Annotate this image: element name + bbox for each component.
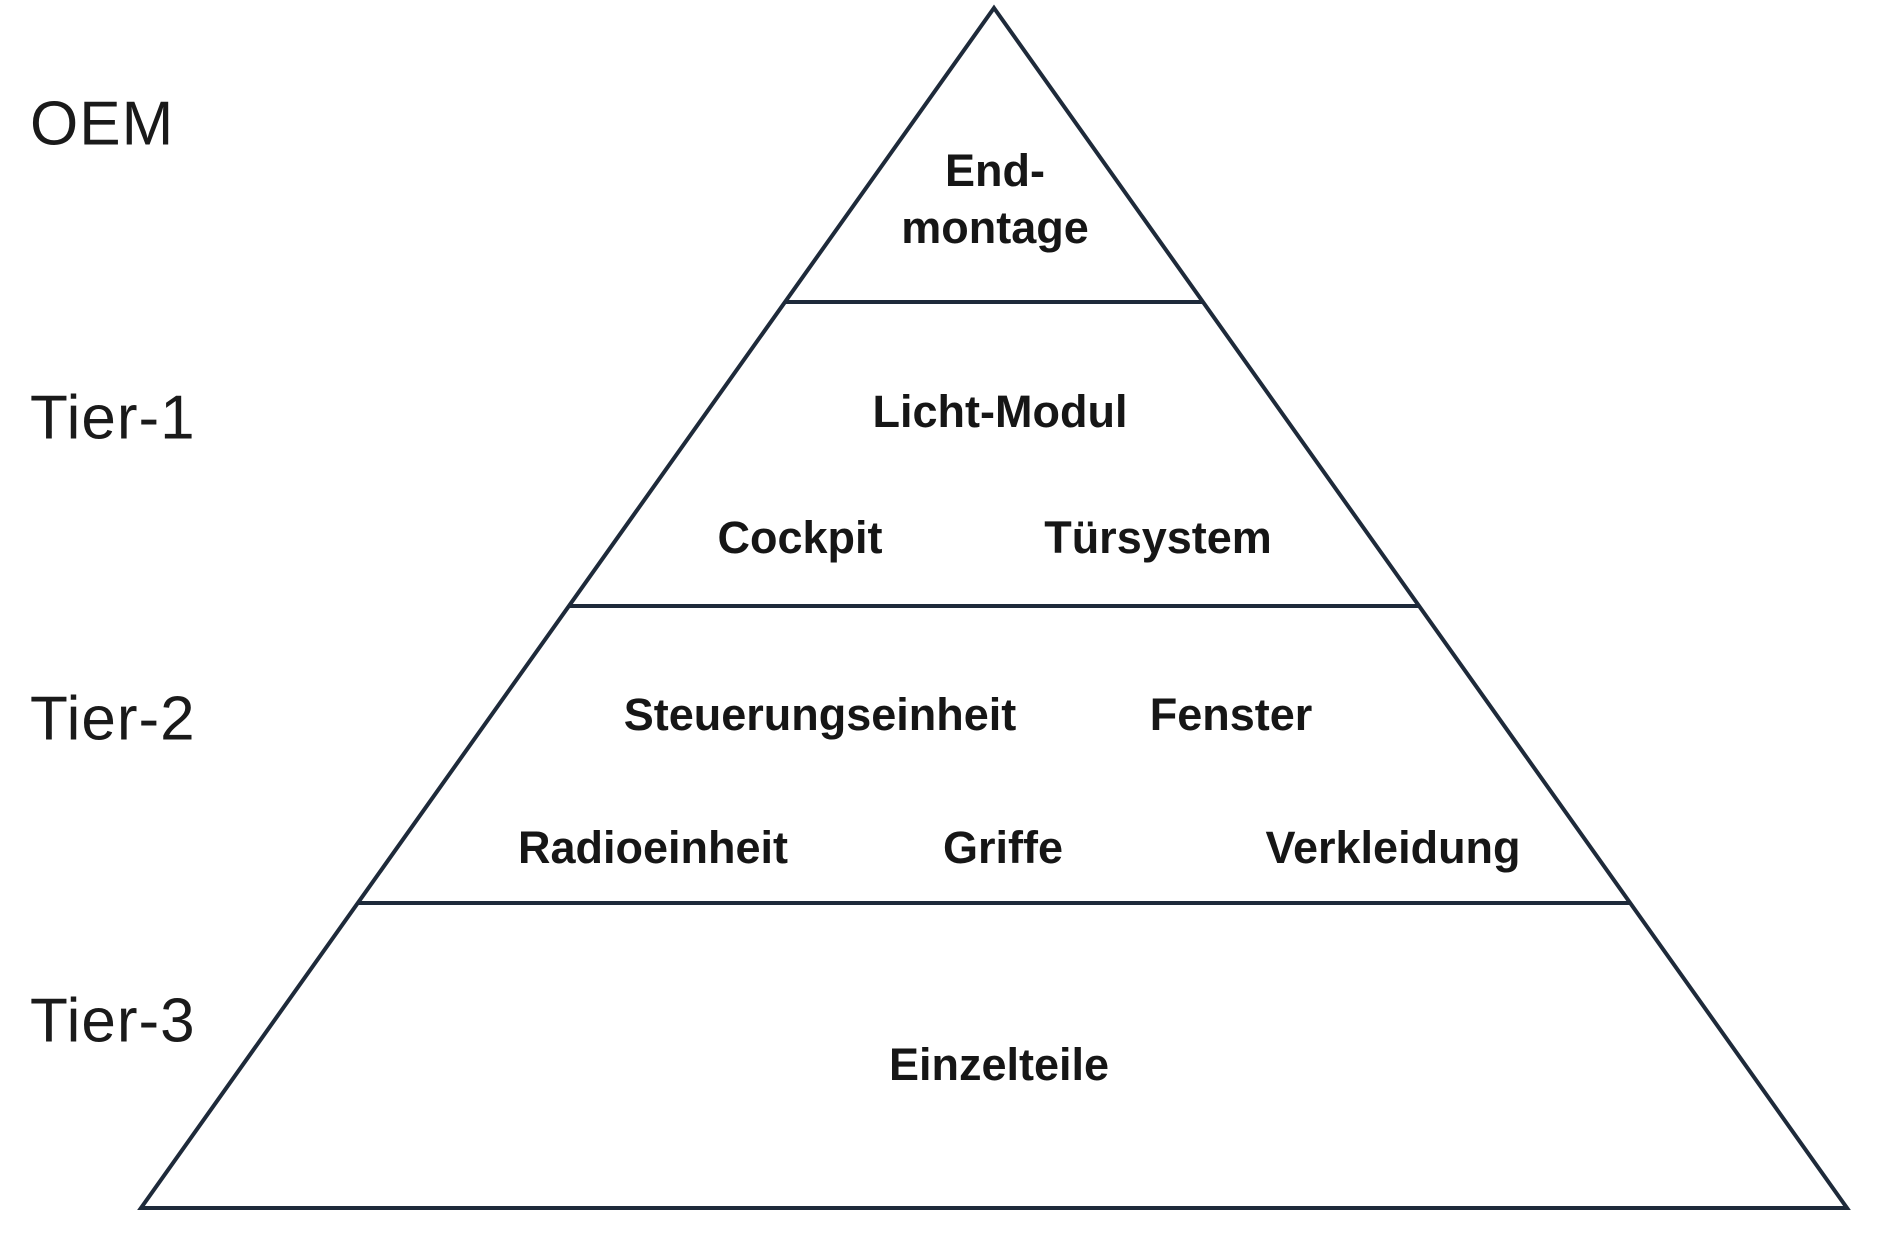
side-label-oem: OEM — [30, 89, 175, 159]
pyramid-label-steuerungseinheit: Steuerungseinheit — [623, 689, 1017, 740]
pyramid-label-verkleidung: Verkleidung — [1265, 822, 1521, 873]
pyramid-label-einzelteile: Einzelteile — [888, 1039, 1110, 1090]
pyramid-label-radioeinheit: Radioeinheit — [517, 822, 789, 873]
pyramid-label-griffe: Griffe — [942, 822, 1064, 873]
pyramid-label-cockpit: Cockpit — [717, 512, 883, 563]
side-label-tier-3: Tier-3 — [30, 986, 196, 1056]
pyramid-label-tuersystem: Türsystem — [1044, 512, 1272, 563]
pyramid-label-endmontage: End- montage — [901, 145, 1089, 253]
side-label-tier-1: Tier-1 — [30, 383, 196, 453]
side-label-tier-2: Tier-2 — [30, 684, 196, 754]
pyramid-label-fenster: Fenster — [1149, 689, 1313, 740]
pyramid-label-licht-modul: Licht-Modul — [872, 386, 1128, 437]
